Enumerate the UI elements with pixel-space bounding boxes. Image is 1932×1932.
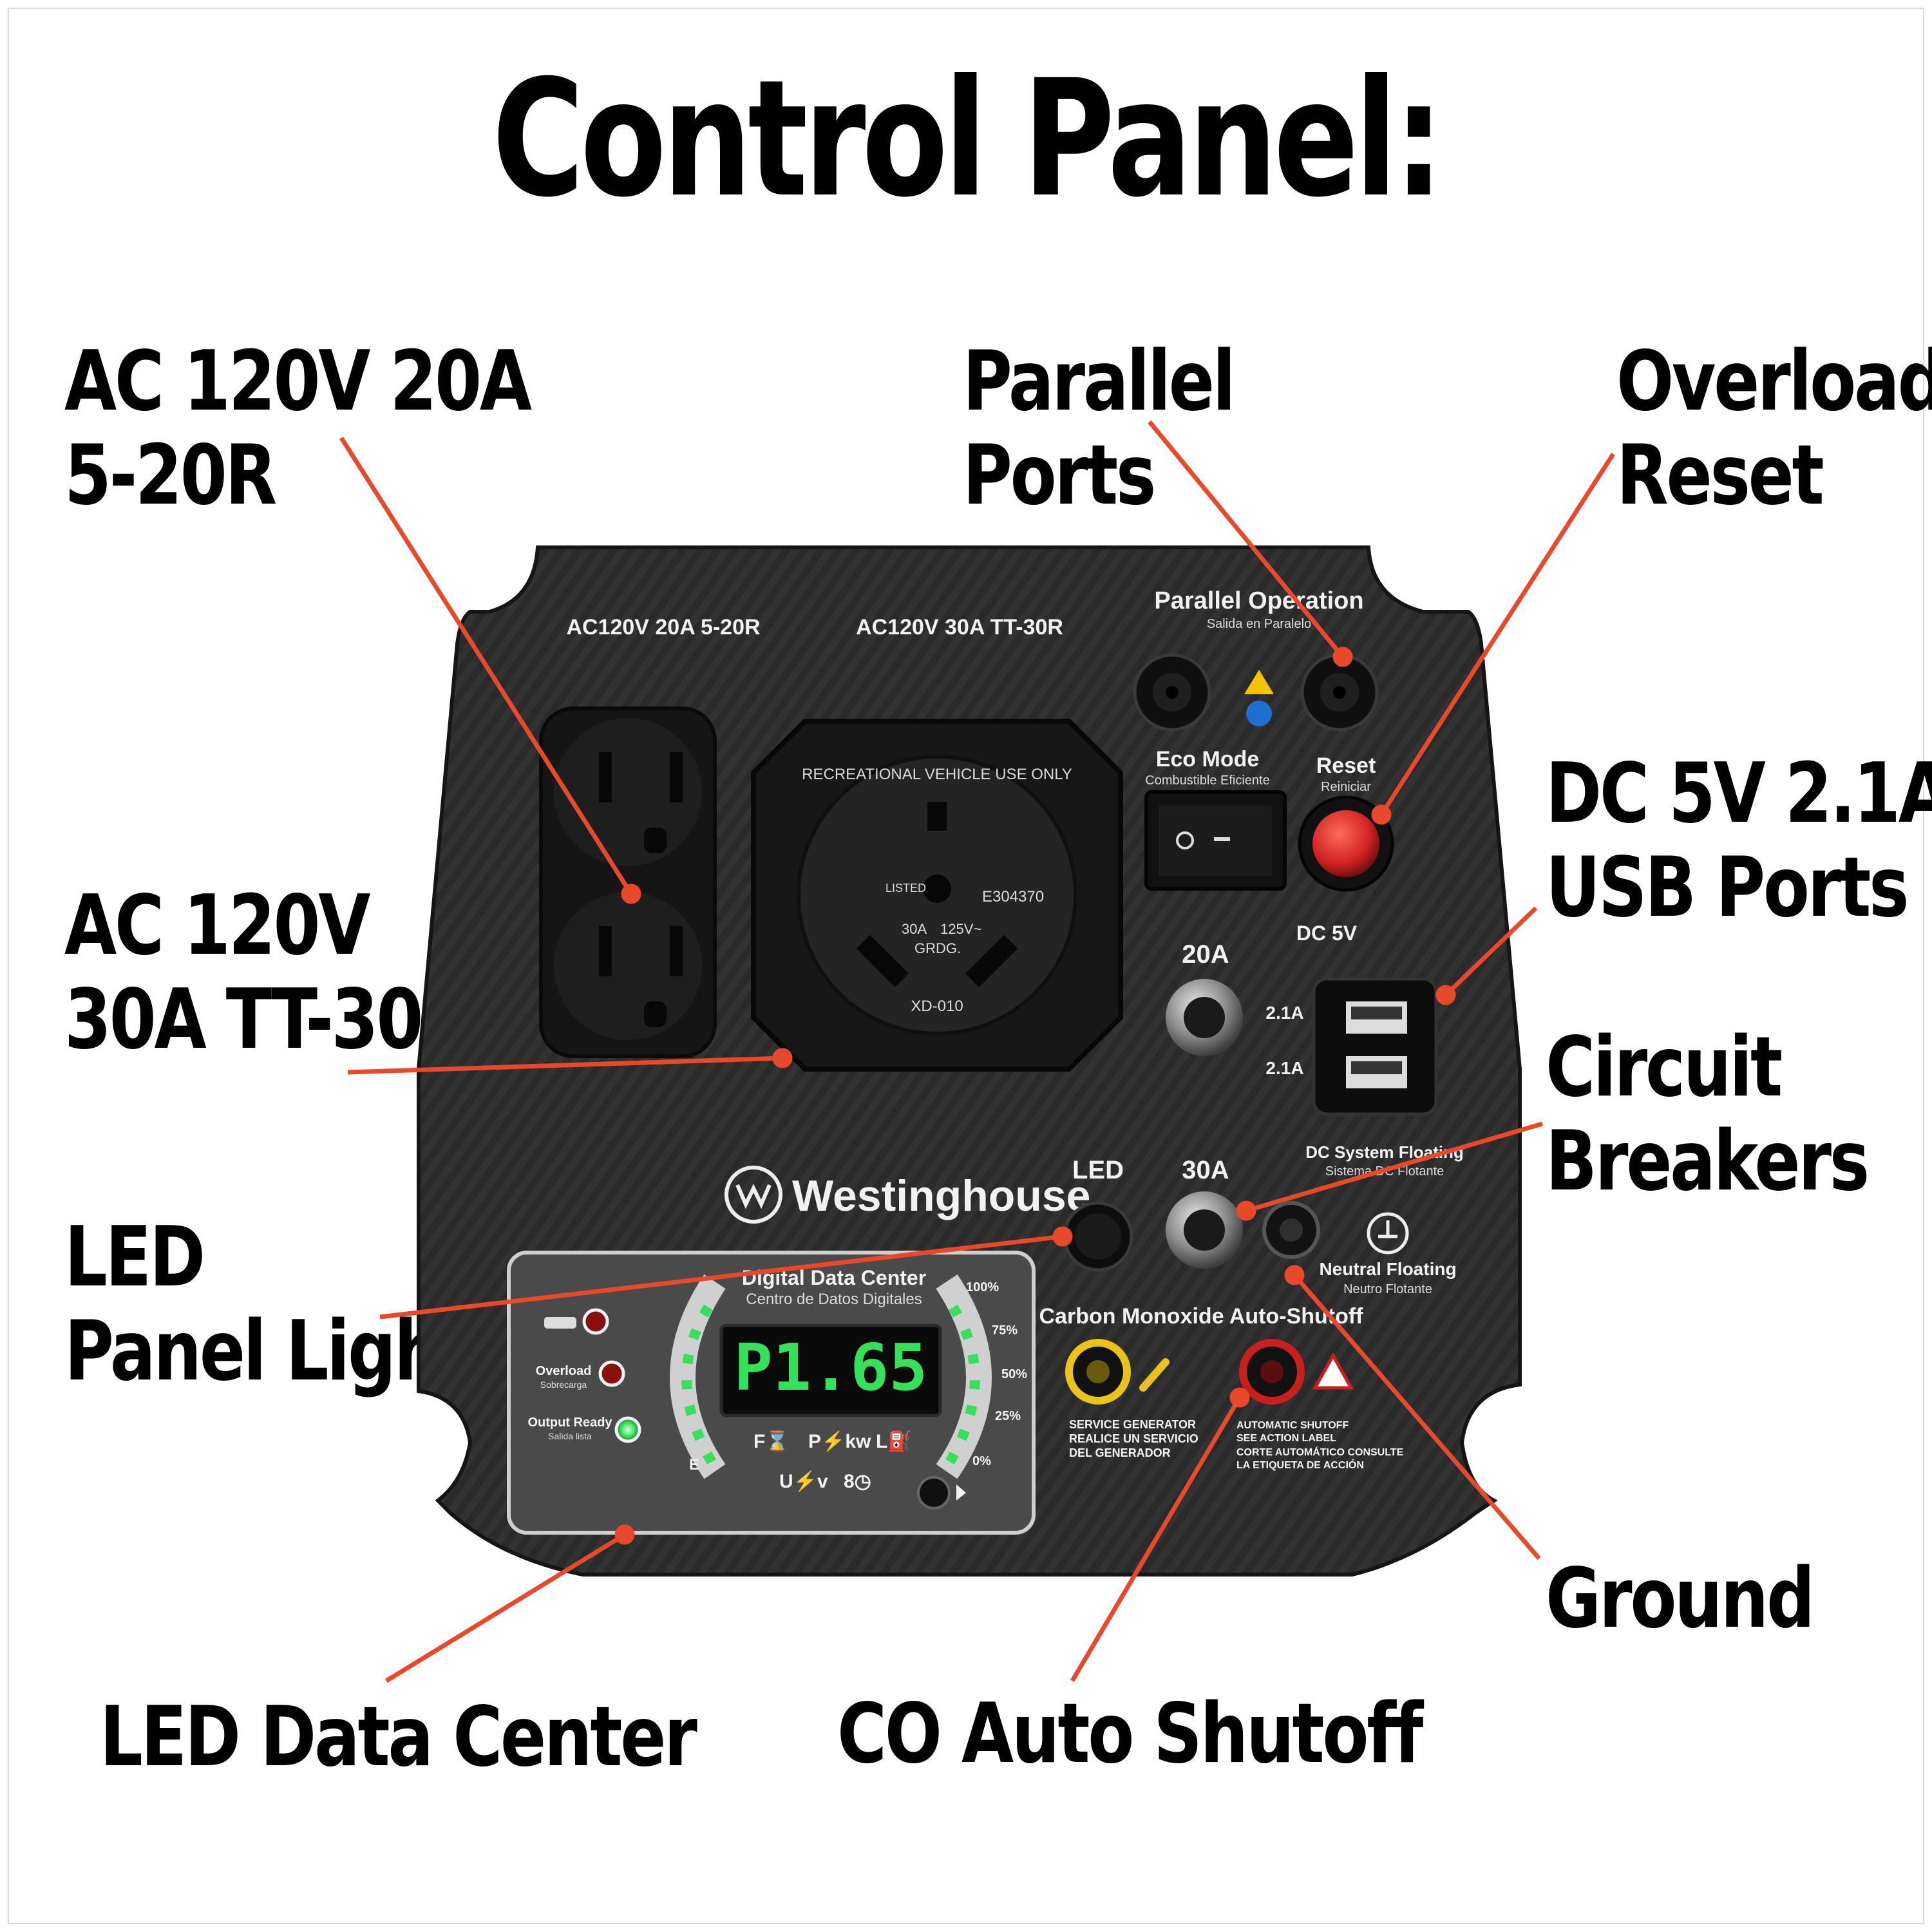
leader-lines [339, 420, 1615, 1683]
breaker-20a-label: 20A [1182, 940, 1229, 969]
circuit-breaker-20a[interactable] [1166, 979, 1243, 1056]
output-ready-led [614, 1416, 641, 1443]
usb-top-amperage: 2.1A [1265, 1003, 1303, 1023]
overload-indicator-title: Overload [536, 1364, 592, 1378]
service-generator-indicator [1065, 1339, 1131, 1405]
mode-power: P⚡kw [808, 1430, 871, 1453]
lcd-display [719, 1323, 942, 1417]
neutral-floating-subtitle: Neutro Flotante [1343, 1282, 1432, 1296]
svg-text:RECREATIONAL VEHICLE USE ONLY: RECREATIONAL VEHICLE USE ONLY [802, 766, 1072, 783]
service-line-1: SERVICE GENERATOR [1069, 1418, 1196, 1431]
mode-voltage: U⚡v [779, 1470, 828, 1493]
auto-line-2: SEE ACTION LABEL [1236, 1433, 1336, 1444]
ddc-subtitle: Centro de Datos Digitales [746, 1291, 922, 1308]
fuel-empty-label: E [689, 1456, 699, 1473]
co-shutoff-indicator [1239, 1339, 1305, 1405]
load-25-label: 25% [995, 1409, 1021, 1423]
auto-line-3: CORTE AUTOMÁTICO CONSULTE [1236, 1446, 1404, 1458]
svg-text:30A: 30A [902, 921, 927, 937]
co-warning-icon [1312, 1352, 1354, 1390]
outlet-tt-30r[interactable]: RECREATIONAL VEHICLE USE ONLY LISTED E30… [751, 719, 1123, 1072]
digital-data-center: Digital Data Center Centro de Datos Digi… [507, 1251, 1036, 1535]
svg-text:LISTED: LISTED [886, 882, 926, 895]
eco-mode-title: Eco Mode [1156, 747, 1260, 772]
reset-title: Reset [1316, 753, 1376, 778]
callout-ground: Ground [1546, 1551, 1815, 1647]
ground-terminal[interactable] [1262, 1201, 1320, 1259]
dc-5v-label: DC 5V [1296, 922, 1358, 945]
mode-fuel-time: F⌛ [753, 1430, 790, 1452]
outlet-5-20r[interactable] [539, 706, 717, 1058]
ground-symbol-icon [1367, 1212, 1409, 1255]
svg-text:125V~: 125V~ [940, 921, 981, 937]
fuel-gauge-arc [670, 1274, 726, 1479]
page-title: Control Panel: [492, 45, 1444, 232]
led-panel-light-button[interactable] [1063, 1201, 1133, 1272]
service-line-3: DEL GENERADOR [1069, 1446, 1171, 1459]
svg-text:Westinghouse: Westinghouse [792, 1171, 1090, 1220]
oil-led [582, 1308, 609, 1335]
overload-indicator-subtitle: Sobrecarga [540, 1379, 587, 1390]
overload-led [598, 1360, 625, 1387]
circuit-breaker-30a[interactable] [1166, 1191, 1243, 1269]
outlet-30a-label: AC120V 30A TT-30R [856, 615, 1063, 639]
lcd-readout: P1.65 [734, 1330, 927, 1405]
svg-text:E304370: E304370 [982, 888, 1044, 905]
outlet-20a-label: AC120V 20A 5-20R [566, 615, 760, 639]
dc-floating-title: DC System Floating [1305, 1142, 1464, 1162]
callout-led-data-center: LED Data Center [100, 1689, 697, 1785]
breaker-30a-label: 30A [1182, 1156, 1229, 1184]
wrench-icon [1139, 1358, 1170, 1392]
auto-line-1: AUTOMATIC SHUTOFF [1236, 1420, 1349, 1431]
ddc-mode-button[interactable] [917, 1476, 966, 1510]
parallel-subtitle: Salida en Paralelo [1207, 617, 1311, 631]
service-line-2: REALICE UN SERVICIO [1069, 1432, 1198, 1445]
load-75-label: 75% [992, 1323, 1018, 1338]
parallel-port-left[interactable] [1133, 653, 1211, 732]
image-frame [8, 8, 1924, 1924]
parallel-title: Parallel Operation [1154, 587, 1363, 614]
svg-text:XD-010: XD-010 [911, 998, 963, 1015]
auto-line-4: LA ETIQUETA DE ACCIÓN [1236, 1459, 1364, 1471]
eco-mode-subtitle: Combustible Eficiente [1145, 773, 1269, 788]
westinghouse-logo: Westinghouse [724, 1166, 1090, 1224]
svg-text:GRDG.: GRDG. [914, 940, 961, 956]
oil-icon [544, 1317, 576, 1329]
output-ready-subtitle: Salida lista [548, 1431, 592, 1441]
manual-icon [1246, 701, 1272, 726]
load-gauge-arc [936, 1274, 992, 1479]
co-title: Carbon Monoxide Auto-Shutoff [1039, 1304, 1364, 1329]
led-label: LED [1072, 1156, 1124, 1184]
warning-icon [1244, 670, 1274, 694]
neutral-floating-title: Neutral Floating [1319, 1259, 1456, 1279]
usb-ports[interactable] [1312, 977, 1438, 1116]
output-ready-title: Output Ready [527, 1416, 612, 1430]
eco-mode-switch[interactable] [1144, 790, 1287, 891]
usb-bottom-amperage: 2.1A [1265, 1058, 1303, 1078]
load-50-label: 50% [1001, 1367, 1027, 1381]
callout-co-auto-shutoff: CO Auto Shutoff [837, 1686, 1423, 1782]
reset-subtitle: Reiniciar [1321, 780, 1371, 794]
load-100-label: 100% [966, 1280, 999, 1294]
overload-reset-button[interactable] [1298, 795, 1394, 892]
load-0-label: 0% [972, 1454, 991, 1468]
mode-run-hours: 8◷ [844, 1471, 871, 1492]
parallel-port-right[interactable] [1300, 653, 1379, 732]
mode-fuel-level: L⛽ [876, 1430, 912, 1452]
